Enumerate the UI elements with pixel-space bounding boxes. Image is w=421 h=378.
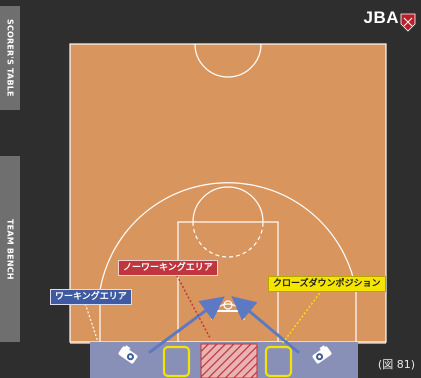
close-down-position-label: クローズダウンポジション [268,276,386,292]
non-working-area-zone [200,343,258,378]
logo-text: JBA [363,8,399,27]
team-bench-label: TEAM BENCH [0,156,20,342]
center-circle [194,43,262,78]
close-down-box-left [162,345,191,378]
non-working-area-label: ノーワーキングエリア [118,260,218,276]
jba-logo: JBA [363,8,399,28]
arrow-right-to-basket [231,296,300,354]
leader-non-working [174,271,211,339]
scorers-table-text: SCORER'S TABLE [5,19,15,97]
three-point-line [99,182,357,342]
free-throw-circle [192,186,264,223]
close-down-box-right [264,345,293,378]
arrow-left-to-basket [148,296,225,354]
leader-working [83,299,99,343]
camera-icon-left [118,345,138,364]
camera-icon-right [312,345,332,364]
figure-number: (図 81) [377,358,415,371]
free-throw-circle-lower [192,221,264,258]
scorers-table-label: SCORER'S TABLE [0,6,20,110]
working-area-label: ワーキングエリア [50,289,132,305]
team-bench-text: TEAM BENCH [5,218,15,280]
leader-close-down [281,289,323,345]
logo-emblem-icon [400,13,416,32]
